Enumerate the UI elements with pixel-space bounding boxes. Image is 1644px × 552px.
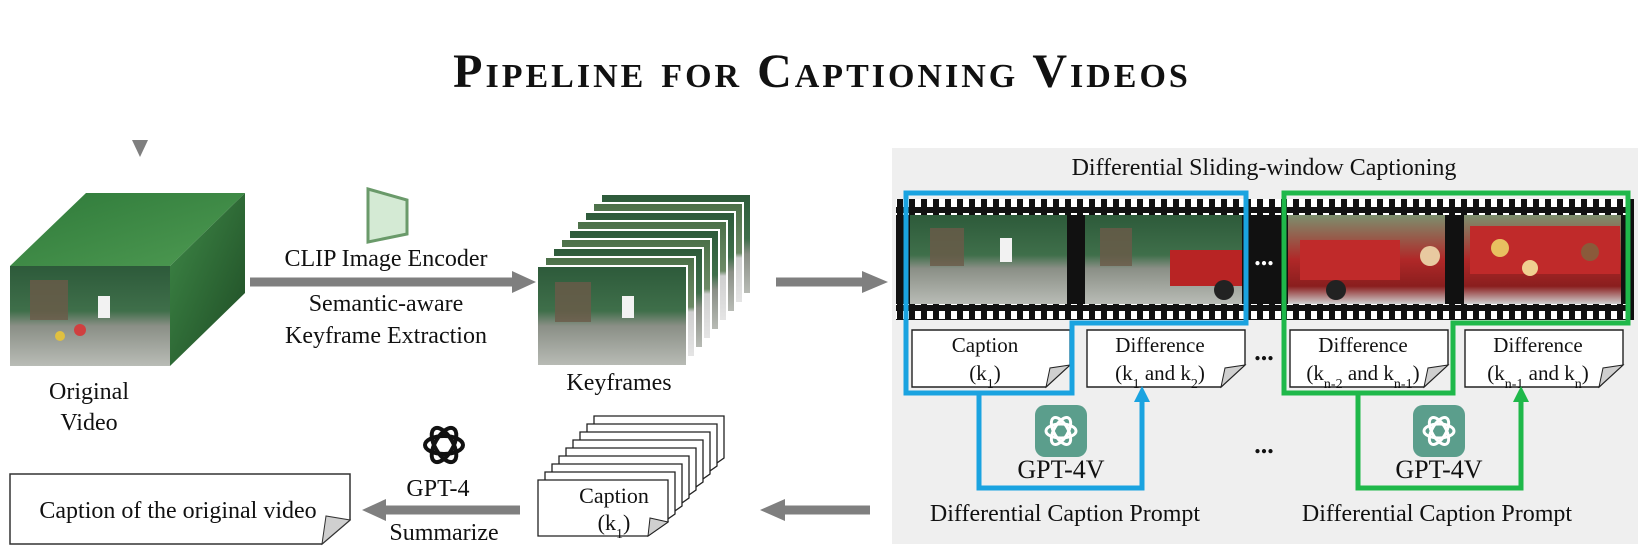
green-sliding-window <box>1281 190 1631 396</box>
keyframes-label: Keyframes <box>566 370 671 396</box>
gpt-ellipsis: ... <box>1254 430 1274 459</box>
gpt4v-label-left: GPT-4V <box>1017 455 1104 484</box>
keyframe-detail <box>622 296 634 318</box>
card-title: Difference <box>1318 333 1407 357</box>
green-arrow-head <box>1513 386 1529 402</box>
page-title: Pipeline for Captioning Videos <box>453 45 1191 98</box>
openai-logo-icon <box>423 425 465 465</box>
film-frame-3 <box>1288 215 1445 304</box>
card-ellipsis: ... <box>1254 337 1274 366</box>
difference-cards: Caption(k1)Difference(k1 and k2)Differen… <box>911 329 1625 392</box>
film-frame-2 <box>1085 215 1242 304</box>
film-frame-4 <box>1464 215 1621 304</box>
down-arrow-icon <box>132 140 148 157</box>
prompt-label-right: Differential Caption Prompt <box>1302 501 1573 527</box>
prompt-label-left: Differential Caption Prompt <box>930 501 1201 527</box>
blue-gpt-loop <box>976 393 1145 491</box>
arrow-head-2 <box>862 271 888 293</box>
keyframe-detail <box>555 282 591 322</box>
summarize-label: Summarize <box>389 520 498 546</box>
card-title: Difference <box>1493 333 1582 357</box>
caption-stack <box>537 415 725 538</box>
card-keyframes: (k1) <box>969 361 1001 392</box>
film-ellipsis: ... <box>1254 242 1274 271</box>
caption-card-fold <box>647 517 670 538</box>
original-video-label-line1: Original <box>49 379 129 405</box>
card-title: Caption <box>952 333 1019 357</box>
caption-stack-label: Caption <box>579 483 649 508</box>
gpt4v-logo-icon <box>1413 405 1465 457</box>
arrow-head-3 <box>760 499 785 521</box>
keyframes-stack <box>536 193 752 367</box>
difference-card: Difference (k1 and k2) <box>1086 329 1247 392</box>
blue-sliding-window <box>903 190 1249 396</box>
original-video-label-line2: Video <box>60 410 117 436</box>
film-strip-top <box>896 199 1634 215</box>
final-caption-fold <box>321 515 352 546</box>
difference-card: Difference (kn-1 and kn) <box>1464 329 1625 392</box>
film-strip-bottom <box>896 304 1634 320</box>
film-frame-1 <box>910 215 1067 304</box>
card-keyframes: (k1 and k2) <box>1115 361 1205 392</box>
card-keyframes: (kn-2 and kn-1) <box>1306 361 1419 392</box>
gpt4v-label-right: GPT-4V <box>1395 455 1482 484</box>
original-video-cube <box>10 193 245 366</box>
arrow-head-4 <box>362 499 386 521</box>
gpt4v-logo-icon <box>1035 405 1087 457</box>
blue-arrow-head <box>1134 386 1150 402</box>
caption-stack-sub: (k1) <box>598 510 631 542</box>
difference-card: Difference (kn-2 and kn-1) <box>1289 329 1450 392</box>
clip-encoder-icon <box>366 187 409 244</box>
extraction-label-line2: Keyframe Extraction <box>285 323 487 349</box>
gpt4-label: GPT-4 <box>406 476 469 502</box>
clip-encoder-label: CLIP Image Encoder <box>284 246 487 272</box>
extraction-label-line1: Semantic-aware <box>309 291 464 317</box>
card-keyframes: (kn-1 and kn) <box>1487 361 1589 392</box>
final-caption-text: Caption of the original video <box>39 498 316 524</box>
green-gpt-loop <box>1355 393 1524 491</box>
panel-title: Differential Sliding-window Captioning <box>1072 155 1457 181</box>
arrow-head-1 <box>512 271 536 293</box>
difference-card: Caption (k1) <box>911 329 1072 392</box>
card-title: Difference <box>1115 333 1204 357</box>
